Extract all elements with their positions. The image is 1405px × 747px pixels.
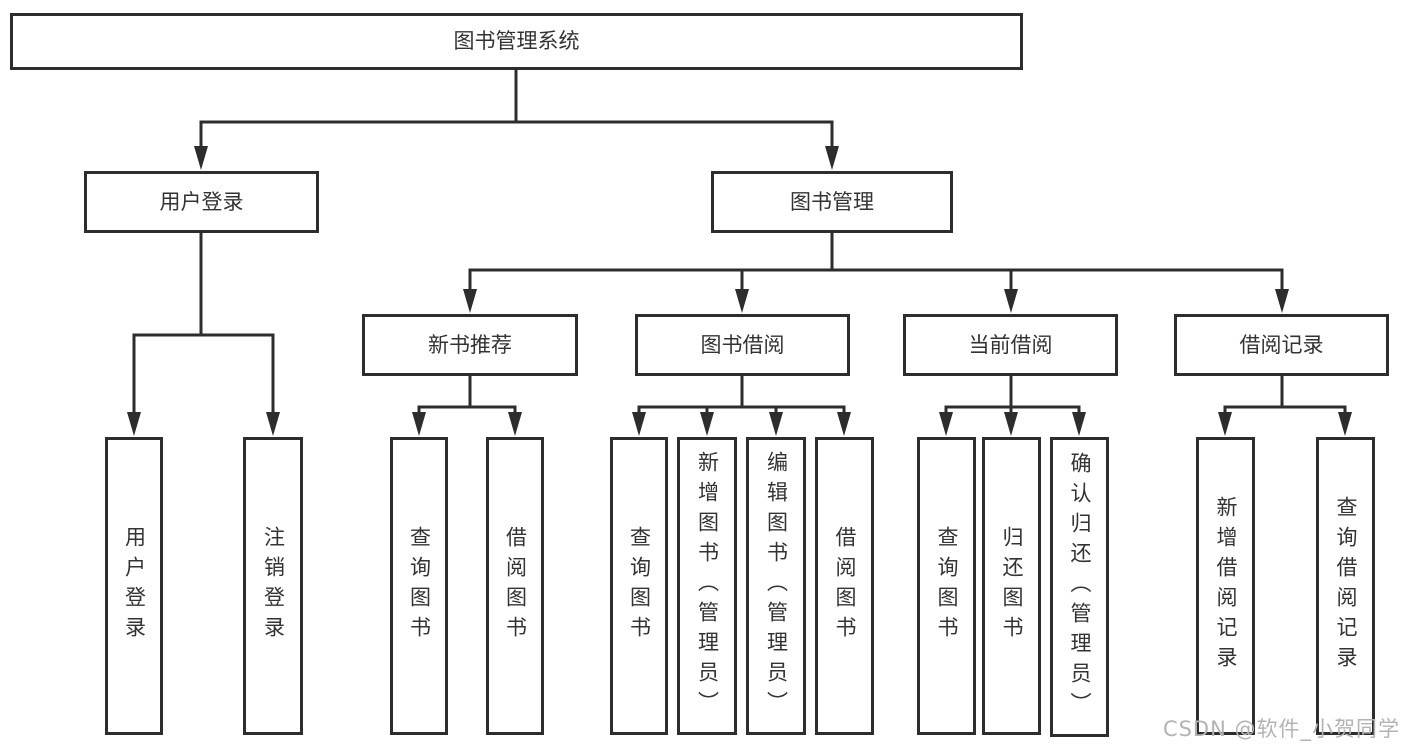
leaf-return-books: 归还图书 bbox=[982, 437, 1041, 735]
node-label: 新书推荐 bbox=[428, 332, 512, 357]
node-label: 确认归还（管理员） bbox=[1068, 452, 1092, 722]
node-user-login: 用户登录 bbox=[84, 171, 319, 233]
node-label: 归还图书 bbox=[1000, 526, 1024, 646]
leaf-query-books-3: 查询图书 bbox=[917, 437, 976, 735]
leaf-borrow-books-1: 借阅图书 bbox=[486, 437, 544, 735]
csdn-watermark: CSDN @软件_小贺同学 bbox=[1162, 717, 1400, 741]
leaf-user-login: 用户登录 bbox=[105, 437, 163, 735]
node-borrowing-records: 借阅记录 bbox=[1174, 314, 1389, 376]
node-label: 图书管理 bbox=[790, 189, 874, 214]
node-label: 用户登录 bbox=[122, 526, 147, 646]
node-label: 查询图书 bbox=[407, 526, 432, 646]
leaf-edit-books-admin: 编辑图书（管理员） bbox=[746, 437, 806, 735]
node-label: 借阅图书 bbox=[503, 526, 528, 646]
node-label: 借阅图书 bbox=[833, 526, 857, 646]
node-label: 图书管理系统 bbox=[453, 29, 580, 53]
leaf-query-books-1: 查询图书 bbox=[390, 437, 448, 735]
node-book-management: 图书管理 bbox=[711, 171, 953, 233]
node-label: 注销登录 bbox=[261, 526, 286, 646]
node-current-borrowing: 当前借阅 bbox=[903, 314, 1118, 376]
node-label: 当前借阅 bbox=[968, 332, 1053, 357]
node-new-book-recommend: 新书推荐 bbox=[362, 314, 578, 376]
leaf-add-borrow-record: 新增借阅记录 bbox=[1196, 437, 1255, 735]
node-label: 用户登录 bbox=[159, 189, 244, 214]
leaf-borrow-books-2: 借阅图书 bbox=[815, 437, 874, 735]
leaf-confirm-return-admin: 确认归还（管理员） bbox=[1050, 437, 1109, 737]
node-label: 图书借阅 bbox=[700, 332, 785, 357]
node-root-library-system: 图书管理系统 bbox=[10, 13, 1023, 70]
node-label: 查询图书 bbox=[935, 526, 959, 646]
node-label: 新增借阅记录 bbox=[1214, 496, 1238, 676]
node-label: 借阅记录 bbox=[1239, 332, 1324, 357]
node-label: 新增图书（管理员） bbox=[695, 451, 720, 721]
node-book-borrowing: 图书借阅 bbox=[635, 314, 850, 376]
leaf-query-borrow-record: 查询借阅记录 bbox=[1316, 437, 1375, 735]
leaf-logout: 注销登录 bbox=[243, 437, 303, 735]
node-label: 编辑图书（管理员） bbox=[764, 451, 789, 721]
node-label: 查询借阅记录 bbox=[1334, 496, 1358, 676]
leaf-add-books-admin: 新增图书（管理员） bbox=[677, 437, 737, 735]
node-label: 查询图书 bbox=[627, 526, 652, 646]
leaf-query-books-2: 查询图书 bbox=[610, 437, 668, 735]
